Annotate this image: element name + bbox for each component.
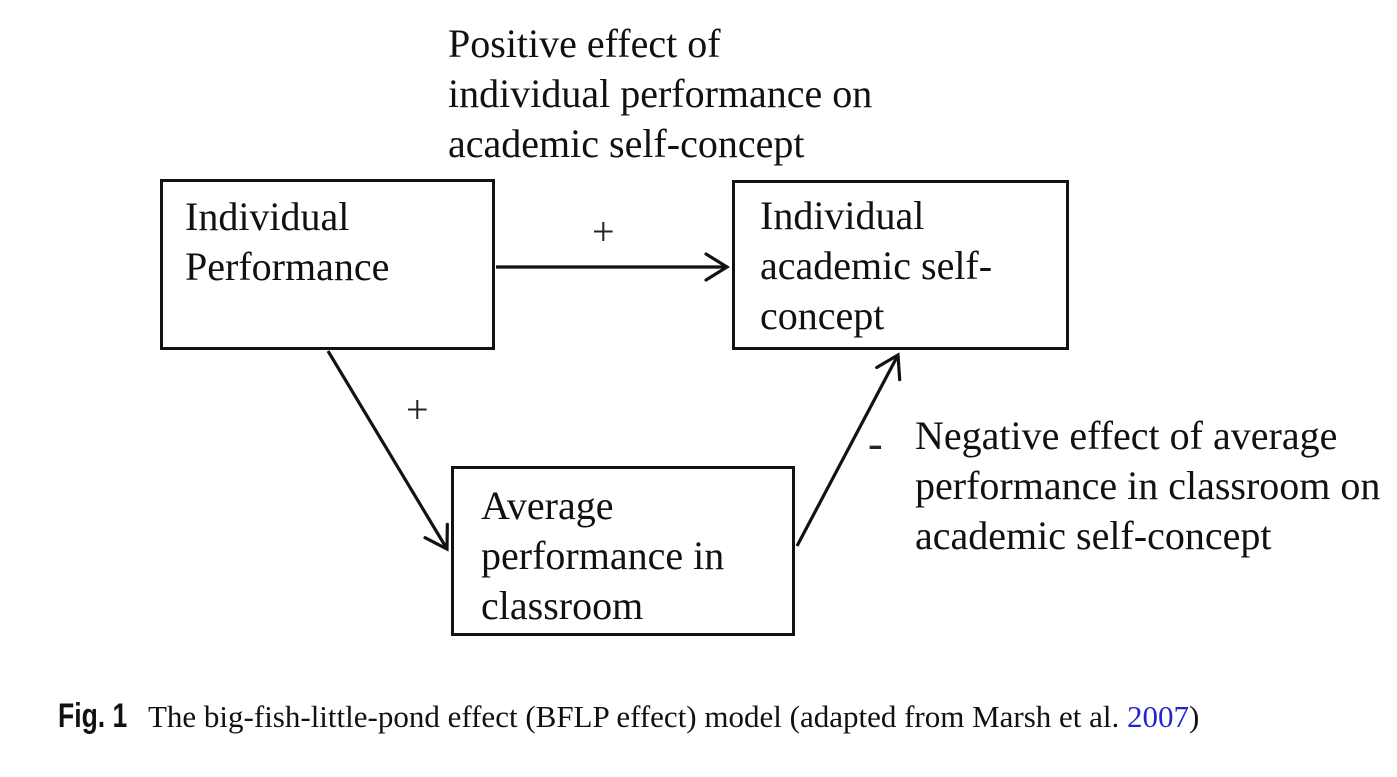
minus-sign-classroom-to-self-concept: -	[868, 419, 883, 468]
arrow-layer	[326, 252, 902, 552]
plus-sign-direct-path: +	[592, 209, 615, 254]
plus-sign-performance-to-classroom: +	[406, 387, 429, 432]
annotation-positive-effect: Positive effect of individual performanc…	[448, 21, 873, 166]
annotation-negative-effect: Negative effect of average performance i…	[915, 413, 1381, 558]
caption-suffix: )	[1189, 699, 1200, 734]
arrow-individual-performance-to-average-performance	[326, 350, 449, 552]
caption-citation-link[interactable]: 2007	[1127, 699, 1190, 734]
caption-fig-label: Fig. 1	[58, 697, 128, 735]
bflp-model-figure: Positive effect of individual performanc…	[58, 21, 1381, 735]
caption-text: The big-fish-little-pond effect (BFLP ef…	[140, 699, 1128, 734]
figure-caption: Fig. 1 The big-fish-little-pond effect (…	[27, 656, 1199, 777]
box-individual-academic-self-concept-label: Individual academic self- concept	[760, 193, 993, 338]
box-average-performance-in-classroom: Average performance in classroom	[451, 466, 795, 636]
box-individual-performance: Individual Performance	[160, 179, 495, 350]
box-individual-performance-label: Individual Performance	[185, 194, 390, 289]
box-individual-academic-self-concept: Individual academic self- concept	[732, 180, 1069, 350]
box-average-performance-in-classroom-label: Average performance in classroom	[481, 483, 725, 628]
arrow-average-performance-to-self-concept	[795, 352, 902, 547]
